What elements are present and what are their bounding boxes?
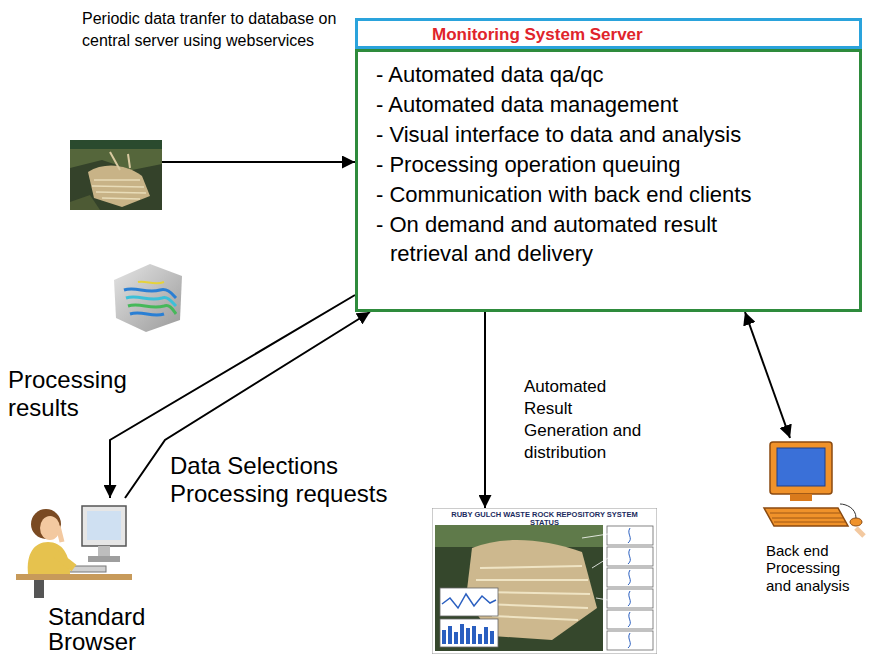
box-text: - Visual interface to data and analysis <box>376 120 841 150</box>
server-header-band: Monitoring System Server <box>355 18 862 49</box>
surface-model-picture <box>110 260 185 335</box>
backend-computer-picture <box>760 438 866 540</box>
flow-arrow <box>162 161 355 163</box>
browser-node: Standard Browser <box>12 498 162 654</box>
box-text: RUBY GULCH WASTE ROCK REPOSITORY SYSTEM … <box>436 511 653 528</box>
status-poster <box>432 508 657 654</box>
aerial-photo <box>70 140 162 210</box>
box-text: - Communication with back end clients <box>376 180 841 210</box>
box-text: Periodic data tranfer to database on cen… <box>82 8 344 51</box>
edge-label: Processing results <box>8 366 138 421</box>
edge-label: Data Selections Processing requests <box>170 452 415 507</box>
box-text: - On demand and automated result retriev… <box>376 210 720 270</box>
box-text: - Automated data management <box>376 90 841 120</box>
browser-user-picture <box>12 498 137 602</box>
box-heading: Monitoring System Server <box>432 25 859 45</box>
box-text: - Processing operation queuing <box>376 150 841 180</box>
box-text: Standard Browser <box>48 604 162 654</box>
photo-node: Periodic data tranfer to database on cen… <box>70 140 162 210</box>
server-body-box: - Automated data qa/qc- Automated data m… <box>355 49 862 312</box>
poster-node: RUBY GULCH WASTE ROCK REPOSITORY SYSTEM … <box>432 508 657 654</box>
edge-label: Automated Result Generation and distribu… <box>524 376 646 464</box>
box-text: Back end Processing and analysis <box>766 542 866 594</box>
backend-node: Back end Processing and analysis <box>760 438 866 594</box>
server-box: Monitoring System Server - Automated data… <box>355 18 862 312</box>
box-text: - Automated data qa/qc <box>376 60 841 90</box>
flow-arrow <box>745 312 790 438</box>
flow-arrow <box>484 312 486 508</box>
